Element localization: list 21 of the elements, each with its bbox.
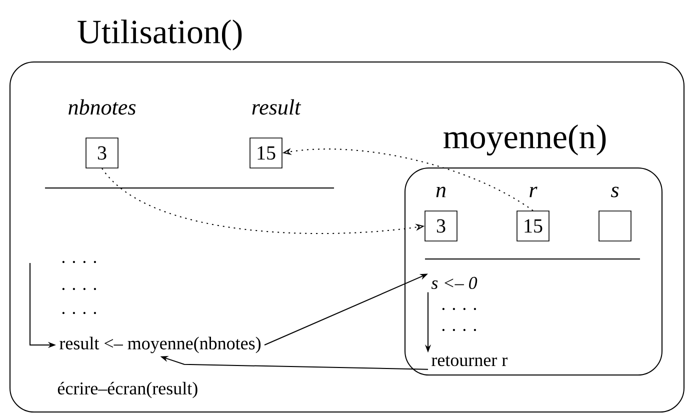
code-line: . . . . [442,308,476,310]
value-box: 15 [250,138,282,168]
code-line: . . . . [62,312,96,314]
variable-name: s [610,186,619,198]
node-label: moyenne(n) [444,124,606,156]
code-line: . . . . [442,328,476,332]
variable-name: nbnotes [68,99,136,115]
variable-name: r [530,186,538,198]
node-label: Utilisation() [78,20,242,50]
value-box: 3 [424,210,458,242]
variable-name: result [252,99,302,115]
code-line: . . . . [62,260,96,264]
statement-text: result <– moyenne(nbnotes) [60,336,261,354]
value-box: 3 [86,138,118,168]
value-box [598,210,632,242]
variable-name: n [436,186,446,198]
value-box: 15 [516,210,550,242]
code-line: écrire–écran(result) [58,382,198,398]
code-line: . . . . [62,288,96,290]
statement-text: retourner r [432,356,508,366]
statement-text: s <– 0 [431,276,478,290]
